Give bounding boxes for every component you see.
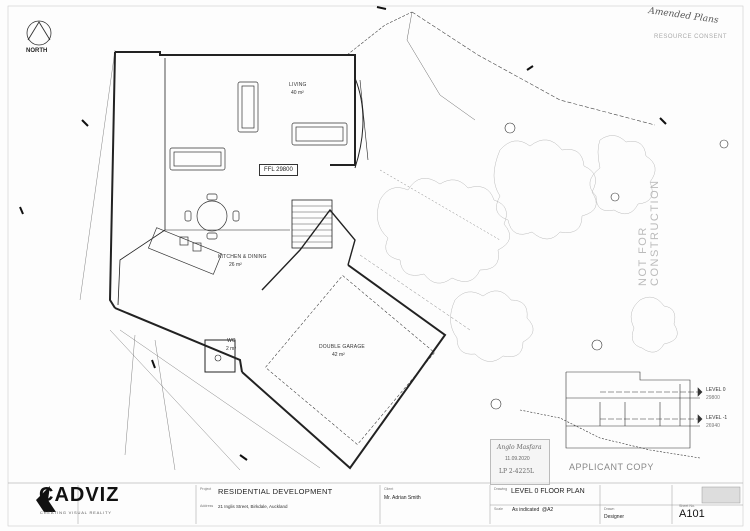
- room-name-kitchen: KITCHEN & DINING: [218, 254, 267, 260]
- approval-stamp: Anglo Masfara 11.09.2020 LP 2-4225L: [490, 439, 550, 485]
- paper-size: @A2: [542, 507, 554, 513]
- scale-label: Scale: [494, 507, 503, 511]
- site-boundary: [19, 6, 667, 461]
- north-label: NORTH: [26, 48, 48, 54]
- section-level1-name: LEVEL -1: [706, 415, 728, 421]
- brand-logo: CADVIZ: [39, 484, 120, 506]
- room-area-wc: 2 m²: [226, 346, 236, 352]
- drawn-label: Drawn: [604, 507, 615, 511]
- cadviz-logo-icon: [36, 486, 56, 512]
- drawing-label: Drawing: [494, 487, 508, 491]
- stamp-signature: Anglo Masfara: [497, 444, 542, 451]
- room-name-wc: WC: [227, 338, 236, 344]
- room-area-garage: 42 m²: [332, 352, 345, 358]
- title-block-frame: [8, 482, 743, 524]
- section-markers: [490, 122, 729, 410]
- address-label: Address: [200, 504, 214, 508]
- room-name-garage: DOUBLE GARAGE: [319, 344, 365, 350]
- building-walls: [108, 51, 447, 470]
- applicant-copy-stamp: APPLICANT COPY: [569, 462, 654, 472]
- furniture: [147, 81, 348, 275]
- project-address: 21 Inglis Street, Birkdale, Auckland: [218, 504, 288, 509]
- project-name: RESIDENTIAL DEVELOPMENT: [218, 487, 333, 496]
- room-name-living: LIVING: [289, 82, 307, 88]
- tree-canopy: [377, 135, 678, 362]
- stamp-reference: LP 2-4225L: [499, 468, 535, 475]
- room-area-living: 40 m²: [291, 90, 304, 96]
- ffl-level-tag: FFL 29800: [259, 164, 298, 176]
- resource-consent-label: RESOURCE CONSENT: [654, 34, 728, 40]
- project-label: Project: [200, 487, 212, 491]
- client-name: Mr. Adrian Smith: [384, 495, 421, 501]
- sheet-number-label: Sheet No.: [679, 504, 695, 508]
- stamp-date: 11.09.2020: [505, 456, 530, 462]
- section-elevation: [519, 371, 703, 459]
- client-label: Client: [384, 487, 394, 491]
- drawn-by: Designer: [604, 514, 625, 520]
- scale-value: As indicated: [512, 507, 540, 513]
- sheet-number: A101: [679, 508, 705, 520]
- room-area-kitchen: 26 m²: [229, 262, 242, 268]
- brand-tagline: CREATING VISUAL REALITY: [40, 510, 112, 515]
- section-level1-value: 26940: [706, 423, 720, 429]
- north-arrow-icon: [26, 20, 52, 46]
- section-level0-value: 29800: [706, 395, 720, 401]
- drawing-title: LEVEL 0 FLOOR PLAN: [511, 488, 585, 495]
- not-for-construction-watermark: NOT FOR CONSTRUCTION: [637, 179, 661, 286]
- section-level0-name: LEVEL 0: [706, 387, 726, 393]
